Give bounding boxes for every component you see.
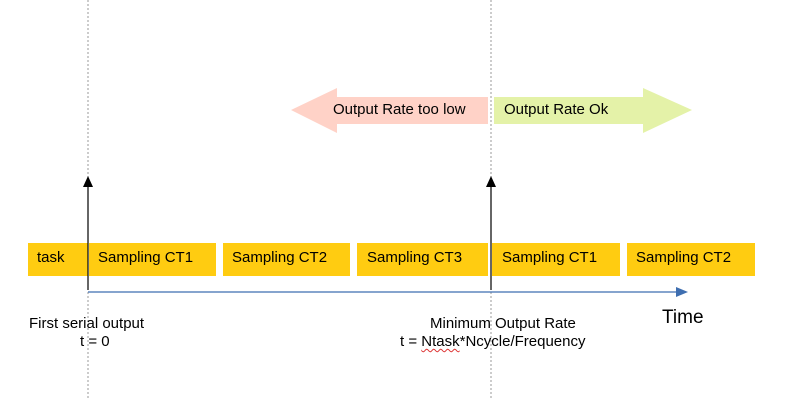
arrow-ok-label: Output Rate Ok (504, 101, 609, 118)
min-rate-formula-prefix: t = (400, 333, 422, 350)
marker-up-right-head (486, 176, 496, 187)
time-axis-label: Time (662, 307, 704, 328)
segment-label-sampling-ct2-b: Sampling CT2 (636, 249, 732, 266)
segment-label-sampling-ct3: Sampling CT3 (367, 249, 463, 266)
segment-label-sampling-ct2-a: Sampling CT2 (232, 249, 328, 266)
min-rate-formula-ntask: Ntask (421, 333, 460, 350)
segment-task (28, 243, 88, 276)
segment-sampling-ct3 (357, 243, 488, 276)
segment-label-sampling-ct1-a: Sampling CT1 (98, 249, 194, 266)
segment-sampling-ct1-a (89, 243, 216, 276)
min-rate-formula-suffix: *Ncycle/Frequency (459, 333, 586, 350)
segment-label-sampling-ct1-b: Sampling CT1 (502, 249, 598, 266)
arrow-ok-shape (494, 88, 692, 133)
arrow-too-low-shape (291, 88, 488, 133)
first-output-title: First serial output (29, 315, 145, 332)
time-axis-head (676, 287, 688, 297)
first-output-formula: t = 0 (80, 333, 110, 350)
marker-up-left-head (83, 176, 93, 187)
min-rate-title: Minimum Output Rate (430, 315, 576, 332)
segment-label-task: task (37, 249, 65, 266)
segment-sampling-ct1-b (492, 243, 620, 276)
arrow-too-low-label: Output Rate too low (333, 101, 466, 118)
segment-sampling-ct2-b (627, 243, 755, 276)
min-rate-formula: t = Ntask*Ncycle/Frequency (400, 333, 586, 351)
segment-sampling-ct2-a (223, 243, 350, 276)
